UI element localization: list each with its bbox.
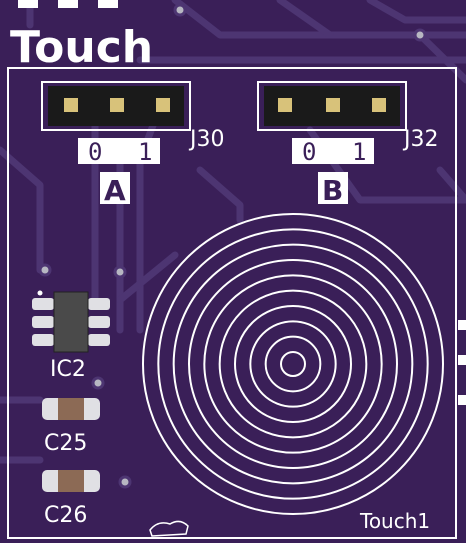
header-j32-pin-label-1: 1 xyxy=(352,138,366,166)
edge-pads-right xyxy=(458,320,466,405)
touch-pad-ring xyxy=(157,228,429,500)
header-j30[interactable] xyxy=(41,81,191,131)
header-j30-group-box xyxy=(100,172,130,204)
header-j32-pin-label-0: 0 xyxy=(302,138,316,166)
touch-pad-ring xyxy=(172,243,414,485)
header-j32-pin-1[interactable] xyxy=(278,98,292,112)
header-j30-pin-label-0: 0 xyxy=(88,138,102,166)
touch-pad-ring xyxy=(203,274,383,454)
touch-pad-ring xyxy=(264,335,322,393)
ic2-pad-1 xyxy=(32,298,54,310)
module-label: Touch1 xyxy=(359,509,430,533)
c26-body xyxy=(58,470,84,492)
board-title: Touch xyxy=(10,22,153,73)
header-j30-pin-2[interactable] xyxy=(110,98,124,112)
header-j32-label-box xyxy=(292,138,374,164)
header-j30-label-box xyxy=(78,138,160,164)
touch-pad-ring xyxy=(234,305,352,423)
header-j32-outline xyxy=(257,81,407,131)
header-j32-pin-3[interactable] xyxy=(372,98,386,112)
via-group xyxy=(38,3,427,489)
ic2-pad-3 xyxy=(32,334,54,346)
edge-pads-top xyxy=(18,0,118,8)
ic2-pin1-marker xyxy=(37,290,43,296)
header-j32-pin-2[interactable] xyxy=(326,98,340,112)
header-j32[interactable] xyxy=(257,81,407,131)
c25-label: C25 xyxy=(44,431,87,456)
c26-label: C26 xyxy=(44,503,87,528)
touch-pad-ring xyxy=(249,320,337,408)
ic2-pad-4 xyxy=(88,298,110,310)
header-j30-group-label: A xyxy=(104,174,126,207)
touch-pad-ring xyxy=(280,351,306,377)
header-j30-ref: J30 xyxy=(188,127,224,152)
ic2-pad-2 xyxy=(32,316,54,328)
capacitor-c26[interactable] xyxy=(42,470,100,492)
header-j30-pin-1[interactable] xyxy=(64,98,78,112)
touch-pad-ring xyxy=(218,289,368,439)
ic2-package[interactable] xyxy=(32,290,110,353)
ic2-pad-5 xyxy=(88,316,110,328)
header-j30-pin-label-1: 1 xyxy=(138,138,152,166)
header-j30-outline xyxy=(41,81,191,131)
ic2-label: IC2 xyxy=(50,357,86,382)
touch-pad-ring xyxy=(188,259,398,469)
touch-pad-ring xyxy=(142,213,444,515)
header-j30-pin-3[interactable] xyxy=(156,98,170,112)
header-j32-group-label: B xyxy=(322,174,343,207)
c25-body xyxy=(58,398,84,420)
touch-pad[interactable] xyxy=(142,213,444,515)
header-j32-ref: J32 xyxy=(402,127,438,152)
header-j32-group-box xyxy=(318,172,348,204)
ic2-pad-6 xyxy=(88,334,110,346)
ic2-body xyxy=(53,291,89,353)
module-outline xyxy=(7,67,457,539)
capacitor-c25[interactable] xyxy=(42,398,100,420)
logo-artwork xyxy=(149,520,189,537)
